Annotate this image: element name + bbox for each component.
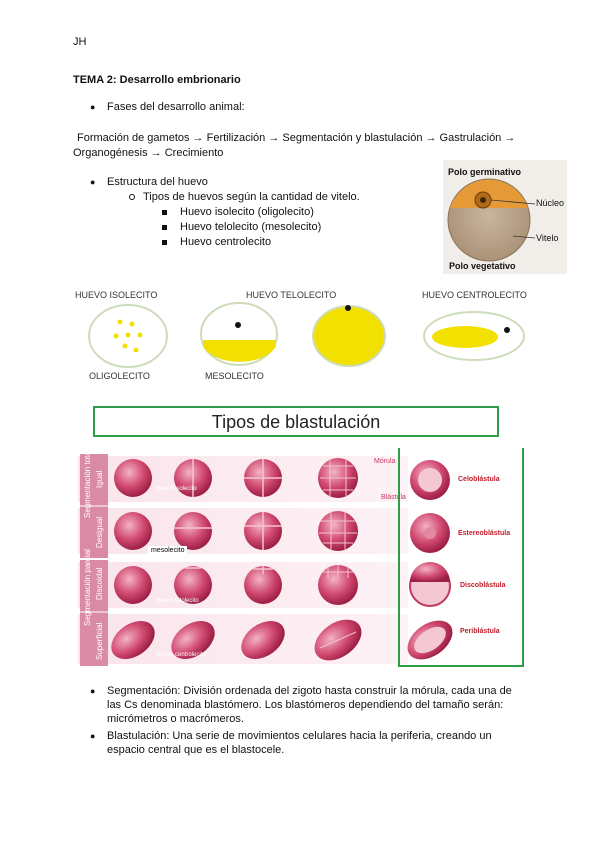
label-vegetative-pole: Polo vegetativo [449, 261, 516, 271]
egg-structure-figure: Polo germinativo Núcleo Vitelo Polo vege… [443, 160, 567, 274]
egg-item-2: Huevo telolecito (mesolecito) [180, 221, 322, 233]
note-mesolecito: mesolecito [148, 546, 188, 555]
result-discoblastula: Discoblástula [460, 582, 506, 589]
blastulation-illustration [78, 442, 524, 667]
label-blastula: Blástula [381, 494, 406, 501]
paragraph-blastulation: Blastulación: Una serie de movimientos c… [107, 730, 492, 756]
bullet-egg-structure: Estructura del huevo [107, 176, 208, 188]
label-equal: Igual [95, 470, 104, 488]
bullet-dot: ● [90, 102, 96, 112]
label-superficial: Superficial [95, 622, 104, 660]
note-centrolecito: Huevo centrolecito [156, 652, 206, 658]
label-germinal-pole: Polo germinativo [448, 167, 522, 177]
topic-title: TEMA 2: Desarrollo embrionario [73, 74, 241, 86]
bullet-phases: Fases del desarrollo animal: [107, 101, 245, 113]
egg-item-1: Huevo isolecito (oligolecito) [180, 206, 314, 218]
note-isolecito: Huevo isolecito [156, 486, 197, 492]
square-bullet [162, 225, 167, 230]
label-discoidal: Discoidal [95, 567, 104, 600]
blastulation-table: Segmentación total Igual Desigual Segmen… [78, 442, 526, 668]
blastulation-title: Tipos de blastulación [211, 412, 381, 432]
label-oligolecito: OLIGOLECITO [89, 371, 150, 381]
bullet-dot: ● [90, 731, 96, 741]
label-centrolecito: HUEVO CENTROLECITO [422, 290, 527, 300]
blastulation-title-box: Tipos de blastulación [93, 406, 499, 437]
result-celoblastula: Celoblástula [458, 476, 500, 483]
egg-item-3: Huevo centrolecito [180, 236, 272, 248]
label-partial-segmentation: Segmentación parcial [83, 549, 92, 626]
label-morula: Mórula [374, 458, 396, 465]
result-periblastula: Periblástula [460, 628, 500, 635]
egg-types-diagram: HUEVO ISOLECITO HUEVO TELOLECITO HUEVO C… [70, 284, 550, 384]
label-isolecito: HUEVO ISOLECITO [75, 290, 158, 300]
note-telolecito: Huevo telolecito [156, 598, 199, 604]
sequence-line-1: Formación de gametos → Fertilización → S… [77, 132, 516, 144]
square-bullet [162, 210, 167, 215]
label-mesolecito: MESOLECITO [205, 371, 264, 381]
paragraph-segmentation: Segmentación: División ordenada del zigo… [107, 685, 512, 725]
label-telolecito: HUEVO TELOLECITO [246, 290, 337, 300]
bullet-dot: ● [90, 177, 96, 187]
sub-bullet-circle [129, 194, 135, 200]
sequence-line-2: Organogénesis → Crecimiento [73, 147, 224, 159]
label-total-segmentation: Segmentación total [83, 449, 92, 519]
egg-types-shapes [88, 302, 525, 368]
egg-diagram [447, 178, 536, 262]
sub-bullet-egg-types: Tipos de huevos según la cantidad de vit… [143, 191, 360, 203]
header-initials: JH [73, 36, 87, 48]
label-yolk: Vitelo [536, 233, 559, 243]
square-bullet [162, 240, 167, 245]
result-estereoblastula: Estereoblástula [458, 530, 511, 537]
label-unequal: Desigual [95, 516, 104, 548]
bullet-dot: ● [90, 686, 96, 696]
label-nucleus: Núcleo [536, 198, 565, 208]
